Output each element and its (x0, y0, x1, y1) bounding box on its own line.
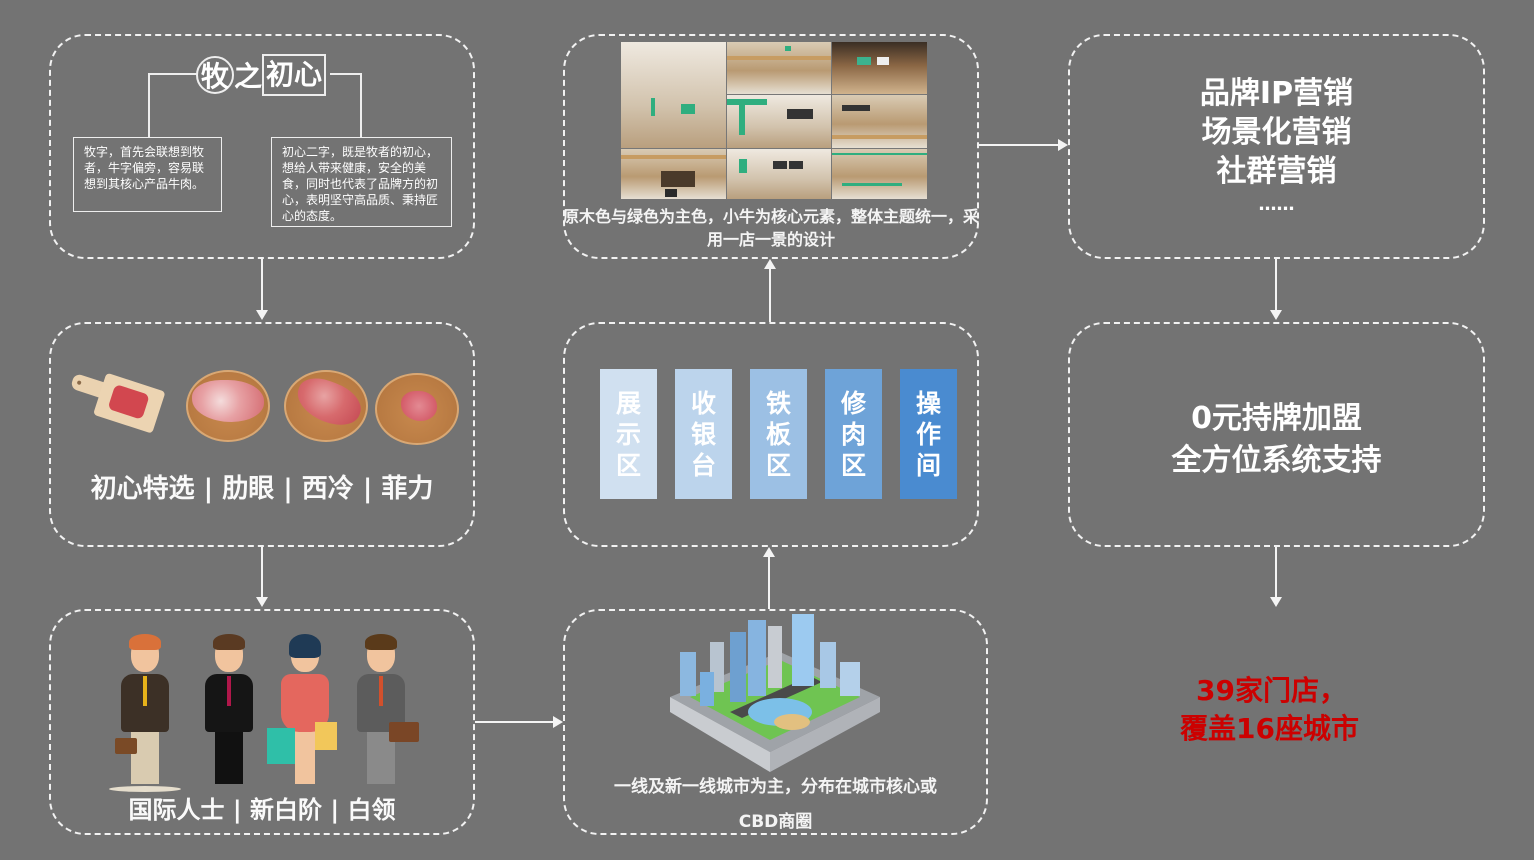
filet-plate-image (375, 373, 459, 445)
bearded-man-figure (109, 634, 181, 792)
store-photo-collage (621, 42, 927, 199)
products-caption: 初心特选 | 肋眼 | 西冷 | 菲力 (90, 474, 434, 504)
zone-block: 展示区 (600, 369, 657, 499)
franchise-line2: 全方位系统支持 (1171, 443, 1382, 478)
customers-caption: 国际人士 | 新白阶 | 白领 (128, 796, 396, 824)
marketing-item: 品牌IP营销 (1199, 76, 1354, 111)
zone-label: 修肉区 (841, 388, 867, 480)
products-card (49, 322, 475, 547)
store-photo (621, 42, 726, 148)
store-photo (832, 42, 927, 94)
brand-desc-left: 牧字，首先会联想到牧者，牛字偏旁，容易联想到其核心产品牛肉。 (73, 137, 222, 212)
man-black-suit-figure (199, 634, 259, 788)
location-caption-line2: CBD商圈 (738, 812, 813, 832)
store-count: 39家门店， 覆盖16座城市 (1150, 672, 1400, 748)
brand-title: 牧 之 初心 (196, 54, 327, 96)
marketing-item: 场景化营销 (1201, 115, 1352, 150)
store-photo (832, 149, 927, 199)
connector-left-vertical (148, 73, 150, 137)
location-caption-line1: 一线及新一线城市为主，分布在城市核心或 (614, 777, 937, 797)
brand-char-boxed: 初心 (262, 54, 327, 96)
customer-figures (109, 628, 419, 792)
ribeye-plate-image (186, 370, 270, 442)
store-photo (832, 95, 927, 148)
zone-block: 收银台 (675, 369, 732, 499)
store-count-line2: 覆盖16座城市 (1180, 712, 1359, 745)
man-grey-suit-figure (351, 634, 419, 788)
connector-right-horizontal (330, 73, 362, 75)
zone-label: 操作间 (916, 388, 942, 480)
zone-block: 修肉区 (825, 369, 882, 499)
location-card (563, 609, 988, 835)
zone-block: 操作间 (900, 369, 957, 499)
zone-label: 收银台 (691, 388, 717, 480)
connector-right-vertical (360, 73, 362, 137)
marketing-list: 品牌IP营销 场景化营销 社群营销 …… (1068, 74, 1485, 219)
brand-card (49, 34, 475, 259)
brand-char-circled: 牧 (196, 56, 234, 94)
connector-left-horizontal (148, 73, 198, 75)
store-zones: 展示区 收银台 铁板区 修肉区 操作间 (600, 369, 957, 499)
zone-block: 铁板区 (750, 369, 807, 499)
zone-label: 展示区 (616, 388, 642, 480)
franchise-line1: 0元持牌加盟 (1191, 401, 1362, 436)
franchise-text: 0元持牌加盟 全方位系统支持 (1068, 398, 1485, 482)
city-illustration (670, 612, 880, 772)
store-photo (727, 42, 831, 94)
zones-card (563, 322, 979, 547)
marketing-card (1068, 34, 1485, 259)
customers-card (49, 609, 475, 835)
zone-label: 铁板区 (766, 388, 792, 480)
franchise-card (1068, 322, 1485, 547)
brand-desc-right: 初心二字，既是牧者的初心，想给人带来健康，安全的美食，同时也代表了品牌方的初心，… (271, 137, 452, 227)
store-photo (621, 149, 726, 199)
woman-shopping-figure (267, 634, 337, 788)
marketing-item: 社群营销 (1216, 154, 1337, 189)
marketing-ellipsis: …… (1258, 194, 1295, 215)
brand-char-connector: 之 (234, 60, 263, 93)
store-photo (727, 149, 831, 199)
store-photo (727, 95, 831, 148)
meat-images (64, 365, 464, 445)
store-count-line1: 39家门店， (1196, 674, 1347, 707)
sirloin-plate-image (284, 370, 368, 442)
store-design-card (563, 34, 979, 259)
store-design-caption: 原木色与绿色为主色，小牛为核心元素，整体主题统一，采用一店一景的设计 (563, 207, 980, 249)
